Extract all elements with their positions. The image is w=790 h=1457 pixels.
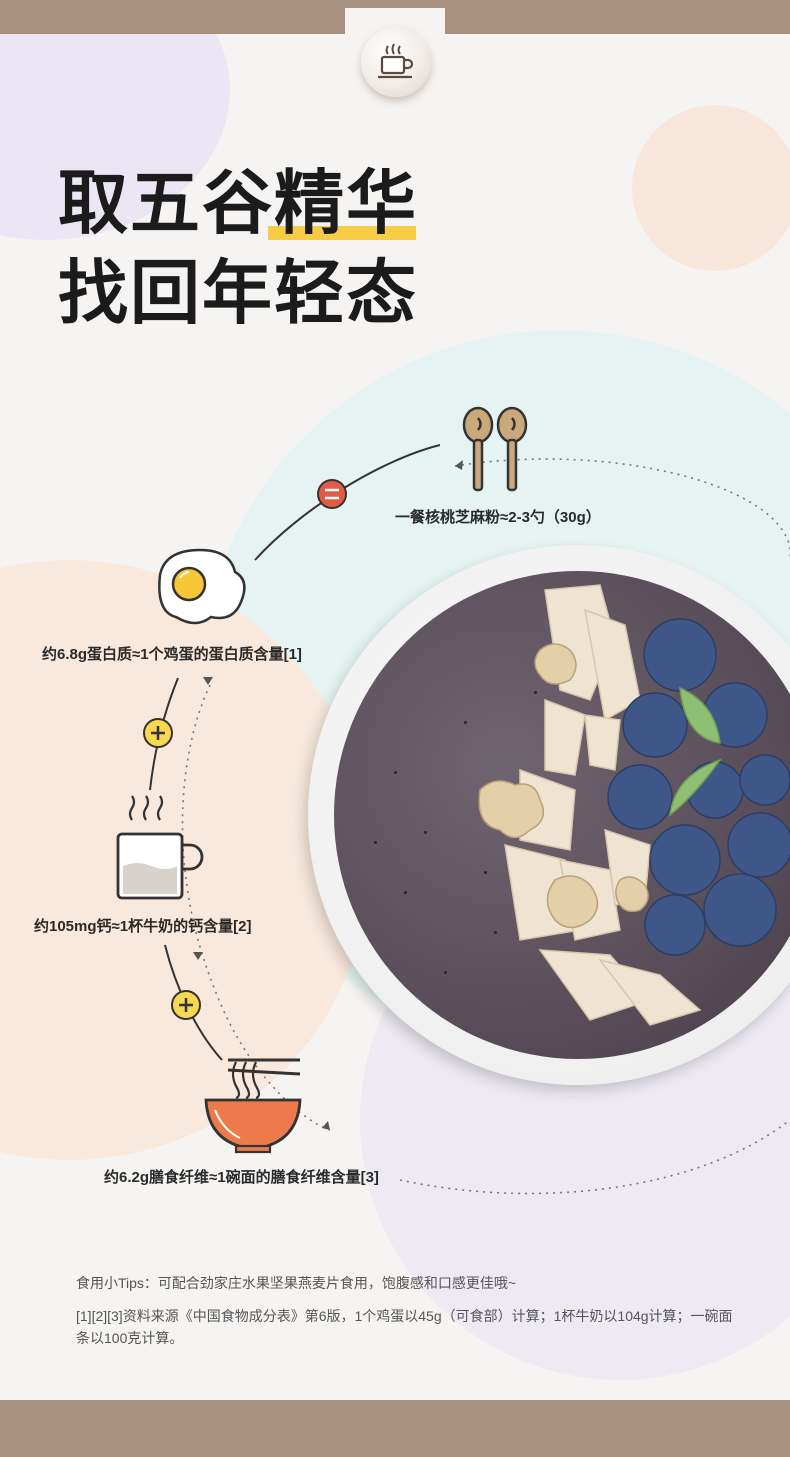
tips-text: 食用小Tips：可配合劲家庄水果坚果燕麦片食用，饱腹感和口感更佳哦~	[76, 1275, 517, 1291]
connector-line-1	[254, 444, 441, 561]
coffee-cup-icon	[361, 27, 431, 97]
footnote-text: [1][2][3]资料来源《中国食物成分表》第6版，1个鸡蛋以45g（可食部）计…	[76, 1308, 733, 1346]
item-milk-text: 约105mg钙≈1杯牛奶的钙含量[2]	[34, 918, 252, 935]
plus-icon	[171, 990, 201, 1020]
headline-plain: 取五谷	[58, 164, 274, 242]
equals-icon	[317, 479, 347, 509]
peach-background-blob	[632, 105, 790, 271]
noodle-bowl-icon	[204, 1058, 302, 1154]
item-egg-text: 约6.8g蛋白质≈1个鸡蛋的蛋白质含量[1]	[42, 646, 302, 663]
item-noodle-text: 约6.2g膳食纤维≈1碗面的膳食纤维含量[3]	[104, 1169, 379, 1186]
headline-highlight-bar	[268, 226, 416, 240]
plus-icon	[143, 718, 173, 748]
headline-highlight: 精华	[274, 164, 418, 242]
dotted-flow-arc	[181, 458, 790, 1195]
item-spoons-text: 一餐核桃芝麻粉≈2-3勺（30g）	[395, 509, 601, 526]
mint-leaf-topping	[669, 686, 722, 817]
bottom-brand-band	[0, 1400, 790, 1457]
milk-cup-icon	[116, 795, 204, 900]
spoons-icon	[462, 406, 528, 492]
headline-line-1: 取五谷精华	[58, 163, 418, 243]
egg-icon	[158, 548, 246, 625]
headline-line-2: 找回年轻态	[58, 254, 418, 332]
walnut-topping	[478, 643, 649, 929]
blueberry-topping	[607, 618, 790, 956]
